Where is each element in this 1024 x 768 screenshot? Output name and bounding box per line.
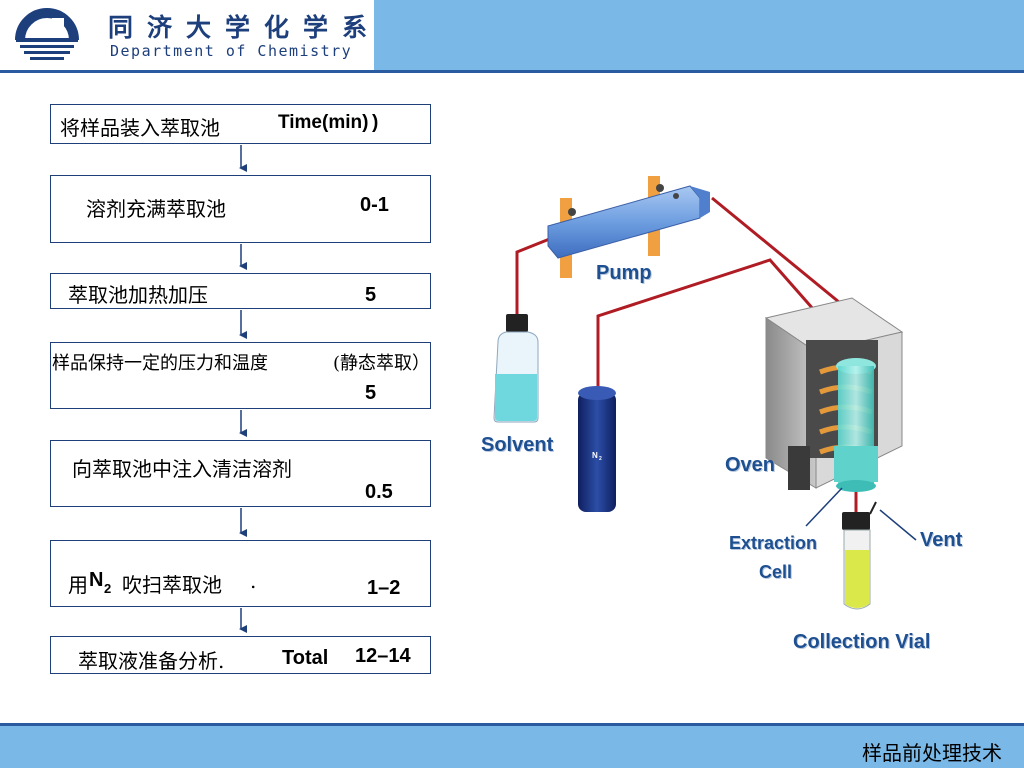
extraction-cell-leader — [805, 487, 843, 527]
collection-vial — [842, 501, 877, 610]
step-6-n2-subscript: 2 — [104, 581, 112, 596]
flow-arrows — [239, 145, 247, 633]
step-box-3 — [50, 273, 431, 309]
step-6-text-pre: 用 — [68, 573, 88, 597]
time-column-header: Time(min) — [278, 112, 369, 133]
n2-cylinder-label-subscript: 2 — [599, 456, 602, 462]
tube-solvent-to-pump — [515, 236, 553, 318]
step-4-text: 样品保持一定的压力和温度 — [52, 353, 268, 374]
vent-leader — [879, 509, 917, 541]
step-4-time: 5 — [365, 382, 377, 404]
university-logo — [15, 8, 79, 60]
extraction-cell — [834, 358, 878, 492]
step-2-time: 0-1 — [360, 194, 389, 216]
header-rule — [0, 70, 1024, 73]
step-7-text: 萃取液准备分析. — [78, 649, 225, 673]
step-1-text: 将样品装入萃取池 — [60, 116, 220, 140]
pump — [547, 176, 710, 278]
extraction-cell-label-line1: Extraction — [729, 533, 818, 553]
step-6-dot: . — [250, 569, 257, 593]
step-box-5 — [50, 440, 431, 507]
extraction-cell-label-line2: Cell — [759, 562, 793, 582]
total-time: 12–14 — [355, 645, 411, 667]
step-box-1 — [50, 104, 431, 144]
footer-title: 样品前处理技术 — [862, 741, 1002, 765]
department-name: Department of Chemistry — [110, 42, 353, 60]
step-box-7 — [50, 636, 431, 674]
time-header-paren: ) — [372, 112, 379, 133]
step-5-text: 向萃取池中注入清洁溶剂 — [72, 457, 292, 481]
step-box-6 — [50, 540, 431, 607]
step-6-text-post: 吹扫萃取池 — [122, 573, 222, 597]
n2-cylinder — [578, 386, 616, 512]
tube-pump-to-cell — [711, 196, 857, 318]
step-4-extra: (静态萃取） — [333, 353, 431, 374]
footer-bar — [0, 726, 1024, 768]
oven-label: Oven — [725, 454, 776, 476]
solvent-label: Solvent — [481, 434, 554, 456]
total-label: Total — [282, 647, 329, 669]
step-5-time: 0.5 — [365, 481, 393, 503]
university-name: 同济大学化学系 — [108, 13, 382, 42]
vent-label: Vent — [920, 529, 963, 551]
step-6-n2: N — [89, 569, 104, 591]
step-3-text: 萃取池加热加压 — [68, 283, 208, 307]
step-3-time: 5 — [365, 284, 377, 306]
collection-vial-label: Collection Vial — [793, 631, 931, 653]
pump-label: Pump — [596, 262, 652, 284]
extraction-system-diagram — [493, 176, 917, 610]
step-2-text: 溶剂充满萃取池 — [86, 197, 226, 221]
n2-cylinder-label: N — [592, 451, 598, 460]
solvent-bottle — [493, 314, 539, 423]
step-6-time: 1–2 — [367, 577, 401, 599]
step-box-2 — [50, 175, 431, 243]
step-box-4 — [50, 342, 431, 409]
footer-rule — [0, 723, 1024, 726]
